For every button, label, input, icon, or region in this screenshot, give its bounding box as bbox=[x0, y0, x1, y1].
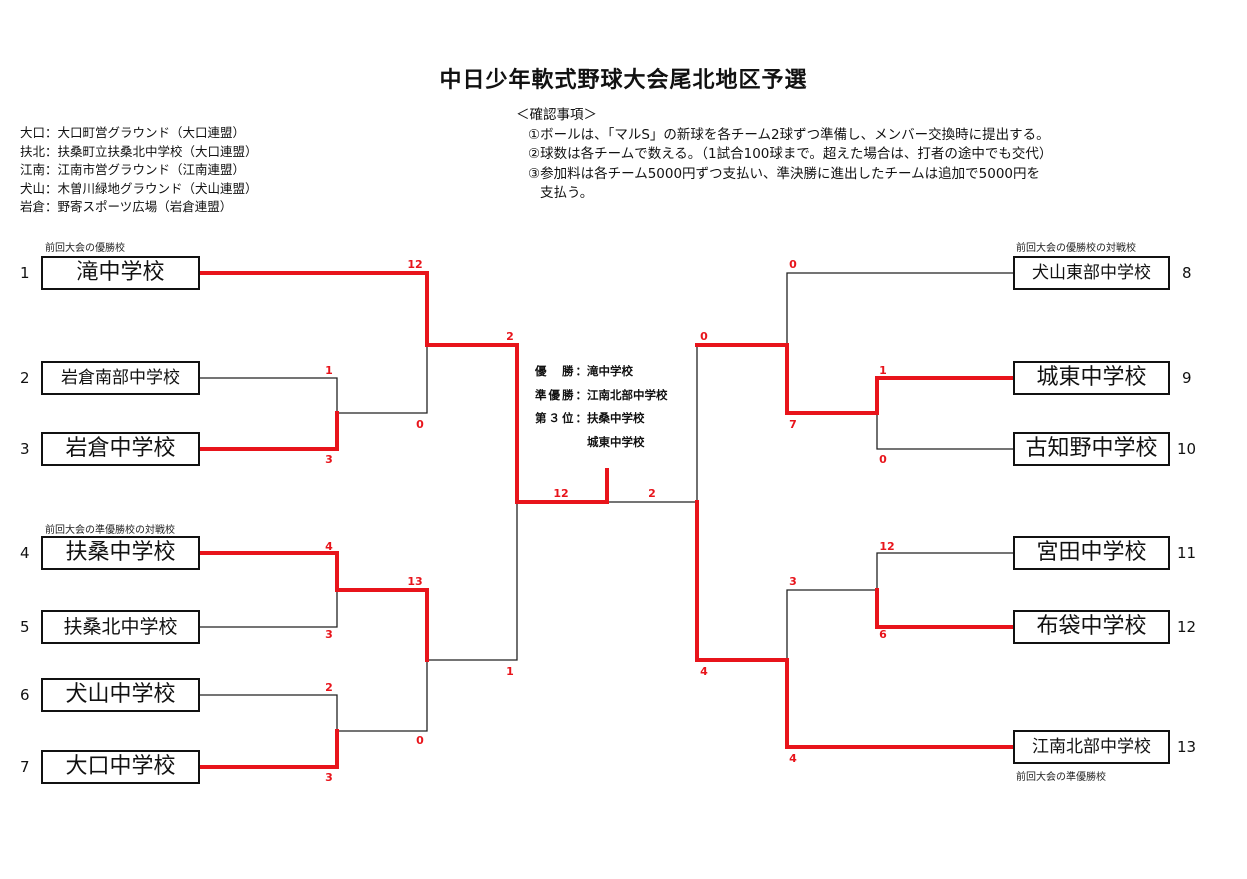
bracket-line bbox=[200, 377, 338, 413]
bracket-line bbox=[427, 502, 518, 661]
score-label: 0 bbox=[789, 258, 797, 271]
score-label: 4 bbox=[325, 540, 333, 553]
result-third: 第３位： 扶桑中学校 bbox=[535, 407, 668, 431]
seed-number: 8 bbox=[1182, 264, 1192, 282]
bracket-line bbox=[337, 345, 428, 414]
seed-number: 13 bbox=[1177, 738, 1197, 756]
venue-item: 岩倉：野寄スポーツ広場（岩倉連盟） bbox=[20, 199, 233, 215]
score-label: 6 bbox=[879, 628, 887, 641]
seed-number: 12 bbox=[1177, 618, 1197, 636]
score-label: 12 bbox=[879, 540, 894, 553]
team-box: 大口中学校 bbox=[41, 750, 200, 784]
winner-path bbox=[198, 729, 339, 769]
caption-prev-winner: 前回大会の優勝校 bbox=[45, 243, 125, 254]
score-label: 7 bbox=[789, 418, 797, 431]
bracket-line bbox=[786, 589, 877, 660]
winner-path bbox=[695, 500, 1015, 749]
winner-path bbox=[695, 343, 1015, 415]
page-title: 中日少年軟式野球大会尾北地区予選 bbox=[439, 68, 808, 93]
bracket-line bbox=[200, 590, 338, 628]
score-label: 1 bbox=[506, 665, 514, 678]
score-label: 0 bbox=[700, 330, 708, 343]
third-name: 扶桑中学校 bbox=[587, 411, 645, 425]
score-label: 0 bbox=[416, 418, 424, 431]
score-label: 2 bbox=[648, 487, 656, 500]
note-item-continuation: 支払う。 bbox=[540, 185, 594, 201]
seed-number: 7 bbox=[20, 758, 30, 776]
venue-item: 江南：江南市営グラウンド（江南連盟） bbox=[20, 162, 246, 178]
team-box: 古知野中学校 bbox=[1013, 432, 1170, 466]
score-label: 2 bbox=[325, 681, 333, 694]
team-box: 犬山中学校 bbox=[41, 678, 200, 712]
team-box: 江南北部中学校 bbox=[1013, 730, 1170, 764]
bracket-line bbox=[337, 660, 428, 732]
notes-block: ＜確認事項＞ ①ボールは、「マルS」の新球を各チーム2球ずつ準備し、メンバー交換… bbox=[516, 106, 1052, 204]
seed-number: 4 bbox=[20, 544, 30, 562]
caption-prev-runnerup-opponent: 前回大会の準優勝校の対戦校 bbox=[45, 525, 175, 536]
seed-number: 10 bbox=[1177, 440, 1197, 458]
notes-heading: ＜確認事項＞ bbox=[516, 107, 597, 123]
note-item: ③参加料は各チーム5000円ずつ支払い、準決勝に進出したチームは追加で5000円… bbox=[528, 165, 1041, 182]
champion-label: 優 勝： bbox=[535, 364, 587, 378]
score-label: 3 bbox=[325, 628, 333, 641]
third-name: 城東中学校 bbox=[587, 434, 645, 449]
winner-path bbox=[875, 588, 1015, 629]
bracket-line bbox=[876, 413, 1013, 450]
score-label: 3 bbox=[325, 771, 333, 784]
seed-number: 1 bbox=[20, 264, 30, 282]
team-box: 布袋中学校 bbox=[1013, 610, 1170, 644]
score-label: 3 bbox=[325, 453, 333, 466]
team-box: 扶桑中学校 bbox=[41, 536, 200, 570]
team-box: 岩倉中学校 bbox=[41, 432, 200, 466]
score-label: 1 bbox=[879, 364, 887, 377]
score-label: 4 bbox=[700, 665, 708, 678]
team-box: 犬山東部中学校 bbox=[1013, 256, 1170, 290]
score-label: 2 bbox=[506, 330, 514, 343]
team-box: 岩倉南部中学校 bbox=[41, 361, 200, 395]
score-label: 12 bbox=[407, 258, 422, 271]
winner-path bbox=[198, 411, 339, 451]
score-label: 3 bbox=[789, 575, 797, 588]
team-box: 扶桑北中学校 bbox=[41, 610, 200, 644]
seed-number: 5 bbox=[20, 618, 30, 636]
winner-path bbox=[198, 271, 609, 504]
venue-item: 扶北：扶桑町立扶桑北中学校（大口連盟） bbox=[20, 143, 258, 159]
result-champion: 優 勝： 滝中学校 bbox=[535, 360, 668, 384]
result-runnerup: 準優勝： 江南北部中学校 bbox=[535, 384, 668, 408]
champion-name: 滝中学校 bbox=[587, 364, 633, 378]
score-label: 0 bbox=[416, 734, 424, 747]
score-label: 4 bbox=[789, 752, 797, 765]
venue-item: 大口：大口町営グラウンド（大口連盟） bbox=[20, 125, 246, 140]
result-third-2: 城東中学校 bbox=[535, 431, 668, 455]
seed-number: 9 bbox=[1182, 369, 1192, 387]
team-box: 城東中学校 bbox=[1013, 361, 1170, 395]
bracket-line bbox=[786, 272, 1013, 413]
winner-path bbox=[198, 551, 429, 662]
seed-number: 2 bbox=[20, 369, 30, 387]
third-label: 第３位： bbox=[535, 411, 587, 425]
seed-number: 6 bbox=[20, 686, 30, 704]
venue-list: 大口：大口町営グラウンド（大口連盟） 扶北：扶桑町立扶桑北中学校（大口連盟） 江… bbox=[20, 124, 258, 217]
results-block: 優 勝： 滝中学校 準優勝： 江南北部中学校 第３位： 扶桑中学校 城東中学校 bbox=[535, 360, 668, 454]
team-box: 滝中学校 bbox=[41, 256, 200, 290]
score-label: 12 bbox=[553, 487, 568, 500]
seed-number: 11 bbox=[1177, 544, 1197, 562]
note-item: ①ボールは、「マルS」の新球を各チーム2球ずつ準備し、メンバー交換時に提出する。 bbox=[528, 126, 1050, 143]
note-item: ②球数は各チームで数える。（1試合100球まで。超えた場合は、打者の途中でも交代… bbox=[528, 146, 1053, 162]
caption-prev-runnerup: 前回大会の準優勝校 bbox=[1016, 772, 1106, 783]
score-label: 0 bbox=[879, 453, 887, 466]
runnerup-name: 江南北部中学校 bbox=[587, 387, 668, 402]
score-label: 13 bbox=[407, 575, 422, 588]
team-box: 宮田中学校 bbox=[1013, 536, 1170, 570]
bracket-line bbox=[876, 552, 1013, 590]
venue-item: 犬山：木曽川緑地グラウンド（犬山連盟） bbox=[20, 180, 258, 196]
bracket-line bbox=[200, 694, 338, 731]
caption-prev-winner-opponent: 前回大会の優勝校の対戦校 bbox=[1016, 243, 1136, 254]
runnerup-label: 準優勝： bbox=[535, 387, 587, 402]
score-label: 1 bbox=[325, 364, 333, 377]
seed-number: 3 bbox=[20, 440, 30, 458]
